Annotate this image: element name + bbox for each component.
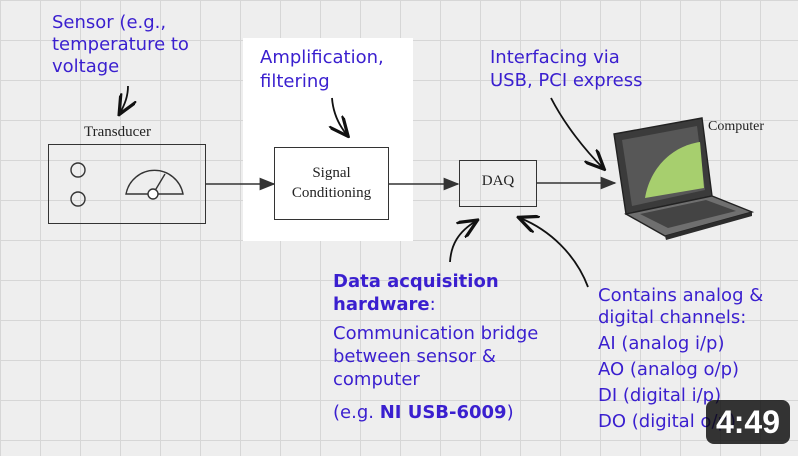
pointer-daq-left — [449, 221, 476, 263]
transducer-box — [48, 144, 206, 224]
transducer-knob-top — [70, 162, 86, 178]
gauge-icon — [125, 169, 184, 200]
video-duration-badge: 4:49 — [705, 400, 790, 444]
note-sensor-line-1: Sensor (e.g., — [52, 12, 167, 33]
note-daq-example-prefix: (e.g. — [333, 402, 380, 423]
pointer-interfacing — [550, 97, 603, 168]
note-daq-title-line-1: Data acquisition — [333, 270, 499, 293]
note-channels-line-1: Contains analog & — [598, 285, 764, 306]
note-channels-line-2: digital channels: — [598, 307, 747, 328]
computer-label: Computer — [708, 119, 764, 134]
transducer-label: Transducer — [84, 124, 151, 140]
note-daq-title-text-1: Data acquisition — [333, 271, 499, 292]
laptop-icon — [613, 117, 755, 240]
note-amplification-line-1: Amplification, — [260, 47, 384, 68]
note-channels-di: DI (digital i/p) — [598, 385, 722, 406]
transducer-knob-bottom — [70, 191, 86, 207]
note-daq-title-line-2: hardware: — [333, 293, 499, 316]
note-interfacing-line-2: USB, PCI express — [490, 70, 643, 91]
note-amplification: Amplification, filtering — [260, 46, 384, 94]
note-channels-ao: AO (analog o/p) — [598, 359, 740, 380]
note-daq-example-model: NI USB-6009 — [379, 402, 507, 423]
note-daq-title-colon: : — [429, 294, 436, 315]
note-sensor-line-3: voltage — [52, 56, 120, 77]
signal-conditioning-box — [274, 147, 389, 220]
note-interfacing: Interfacing via USB, PCI express — [490, 46, 643, 92]
pointer-sensor — [120, 85, 128, 113]
note-sensor: Sensor (e.g., temperature to voltage — [52, 12, 189, 78]
note-channels-ai: AI (analog i/p) — [598, 333, 725, 354]
signal-conditioning-line-2: Conditioning — [291, 185, 372, 201]
note-daq-example-suffix: ) — [506, 402, 514, 423]
note-daq-example: (e.g. NI USB-6009) — [333, 401, 514, 424]
note-sensor-line-2: temperature to — [52, 34, 189, 55]
note-amplification-line-2: filtering — [260, 71, 330, 92]
note-daq-description-line-3: computer — [333, 369, 420, 390]
note-daq-description-line-1: Communication bridge — [333, 323, 539, 344]
daq-label: DAQ — [481, 173, 515, 189]
pointer-daq-right — [520, 218, 589, 288]
daq-box — [459, 160, 537, 207]
signal-conditioning-line-1: Signal — [312, 165, 351, 181]
note-channels-do: DO (digital o/p) — [598, 411, 736, 432]
note-daq-title-text-2: hardware — [333, 294, 430, 315]
note-daq-description-line-2: between sensor & — [333, 346, 496, 367]
pointer-amplification — [332, 97, 347, 135]
note-daq-title: Data acquisition hardware: — [333, 270, 499, 316]
note-interfacing-line-1: Interfacing via — [490, 47, 620, 68]
note-channels: Contains analog & digital channels: AI (… — [598, 283, 763, 435]
note-daq-description: Communication bridge between sensor & co… — [333, 322, 538, 391]
signal-conditioning-label: Signal Conditioning — [274, 163, 389, 203]
